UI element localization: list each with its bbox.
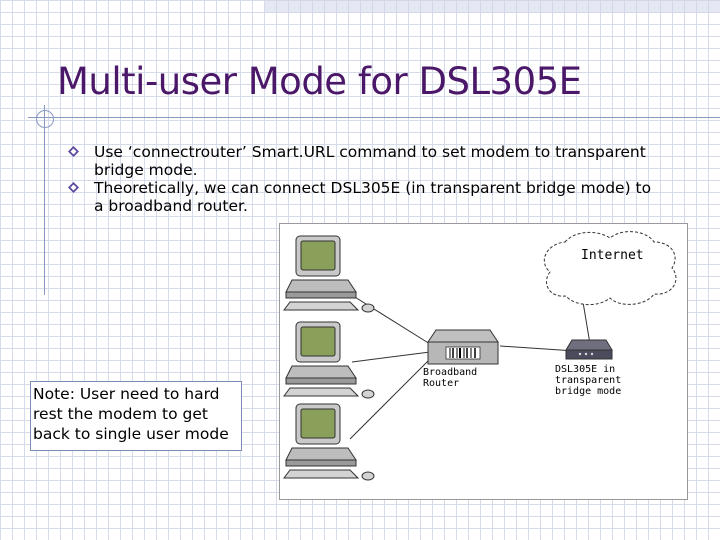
bullet-2-line-1: Theoretically, we can connect DSL305E (i… <box>94 179 652 197</box>
note-box: Note: User need to hard rest the modem t… <box>30 381 242 451</box>
slide-title: Multi-user Mode for DSL305E <box>57 60 582 103</box>
network-diagram: Broadband Router DSL305E in transparent … <box>279 223 688 500</box>
crosshair-ornament <box>36 110 54 128</box>
bullet-1-line-1: Use ‘connectrouter’ Smart.URL command to… <box>94 143 646 161</box>
cable-pc3-router <box>349 358 431 440</box>
modem-icon <box>565 339 613 360</box>
router-icon <box>427 329 499 365</box>
top-band <box>265 0 720 12</box>
modem-label-line-2: transparent <box>555 375 621 386</box>
computer-icon <box>283 403 375 481</box>
diamond-bullet-icon <box>68 146 79 157</box>
bullet-2-line-2: a broadband router. <box>94 197 248 215</box>
network-diagram-svg: Broadband Router DSL305E in transparent … <box>283 231 677 481</box>
left-rule <box>44 105 45 295</box>
router-label-line-2: Router <box>423 378 459 389</box>
title-underline <box>28 117 720 118</box>
bullet-list: Use ‘connectrouter’ Smart.URL command to… <box>68 143 690 215</box>
modem-label-line-3: bridge mode <box>555 386 621 397</box>
note-line-3: back to single user mode <box>33 425 229 443</box>
router-label-line-1: Broadband <box>423 367 477 378</box>
internet-cloud-icon <box>543 231 677 305</box>
note-line-2: rest the modem to get <box>33 405 208 423</box>
diamond-bullet-icon <box>68 182 79 193</box>
cable-pc2-router <box>351 351 431 363</box>
note-line-1: Note: User need to hard <box>33 385 220 403</box>
cable-router-modem <box>499 345 576 352</box>
bullet-item-2: Theoretically, we can connect DSL305E (i… <box>68 179 690 215</box>
bullet-item-1: Use ‘connectrouter’ Smart.URL command to… <box>68 143 690 179</box>
bullet-1-line-2: bridge mode. <box>94 161 198 179</box>
modem-label-line-1: DSL305E in <box>555 364 615 375</box>
computer-icon <box>283 321 375 399</box>
cable-pc1-router <box>349 293 431 345</box>
internet-label: Internet <box>581 248 644 263</box>
